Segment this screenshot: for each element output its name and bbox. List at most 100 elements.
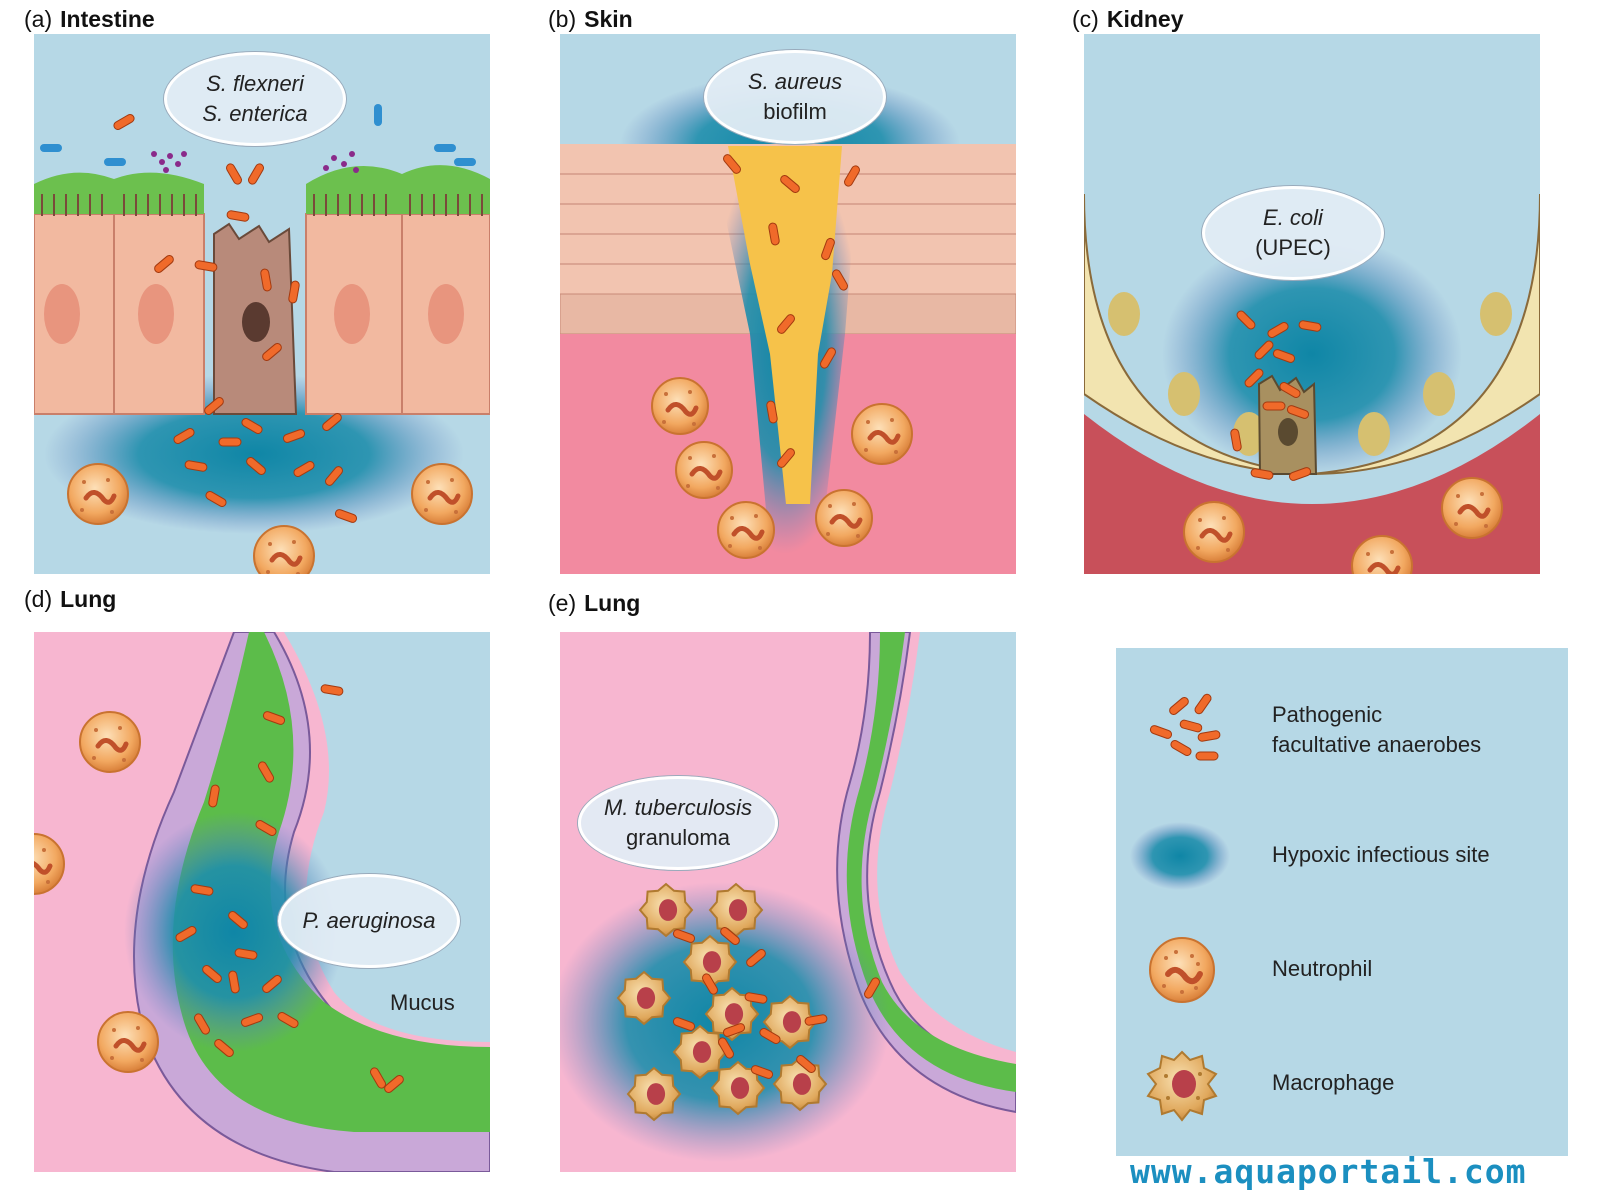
bacterium — [1236, 310, 1256, 330]
bacterium — [184, 460, 208, 472]
callout-c-italic: E. coli — [1263, 205, 1323, 230]
bacterium — [320, 684, 344, 696]
bacteria-icon — [1149, 693, 1221, 761]
neutrophil — [675, 441, 733, 499]
callout-staph-biofilm: S. aureus biofilm — [704, 50, 886, 144]
bacterium — [175, 926, 197, 942]
bacterium — [288, 280, 300, 304]
panel-c-organ: Kidney — [1106, 6, 1184, 32]
legend-item-neutrophil: Neutrophil — [1116, 934, 1568, 1024]
bacterium — [777, 448, 795, 468]
legend: Pathogenic facultative anaerobes Hypoxic… — [1116, 648, 1568, 1156]
macrophage — [672, 1024, 728, 1080]
bacterium — [370, 1067, 386, 1089]
watermark: www.aquaportail.com — [1130, 1152, 1527, 1191]
bacterium — [226, 163, 242, 185]
panel-b-organ: Skin — [584, 6, 633, 32]
bacterium — [246, 457, 266, 475]
neutrophil-group-c — [1183, 477, 1503, 574]
bacterium — [228, 911, 248, 929]
callout-a-line2: S. enterica — [202, 101, 308, 126]
legend-bacteria-line1: Pathogenic — [1272, 702, 1383, 727]
panel-d-organ: Lung — [60, 586, 117, 612]
callout-b-plain: biofilm — [763, 99, 827, 124]
bacterium — [768, 222, 780, 246]
bacterium — [260, 268, 272, 292]
neutrophil-group-a — [67, 463, 473, 574]
bacterium — [262, 975, 282, 993]
bacterium — [1230, 428, 1242, 452]
callout-a-line1: S. flexneri — [206, 71, 304, 96]
bacterium — [218, 437, 242, 447]
bacterium — [208, 784, 220, 808]
neutrophil — [1183, 501, 1245, 563]
bacterium — [1279, 382, 1301, 398]
legend-hypoxia-label: Hypoxic infectious site — [1272, 842, 1490, 867]
bacterium — [334, 509, 358, 523]
bacterium — [744, 992, 768, 1004]
panel-e-letter: (e) — [548, 590, 577, 616]
bacterium — [820, 347, 836, 369]
bacterium — [672, 1017, 696, 1031]
bacterium — [720, 927, 740, 945]
bacterium — [1244, 368, 1264, 388]
panel-b-letter: (b) — [548, 6, 577, 32]
legend-item-macrophage: Macrophage — [1116, 1048, 1568, 1138]
bacterium — [204, 397, 224, 415]
panel-c-title: (c) Kidney — [1072, 6, 1184, 33]
bacterium — [262, 711, 286, 725]
callout-e-plain: granuloma — [626, 825, 730, 850]
bacterium — [226, 210, 250, 222]
bacteria-group-c — [1230, 310, 1322, 481]
bacterium — [1288, 467, 1312, 481]
legend-item-bacteria: Pathogenic facultative anaerobes — [1116, 688, 1568, 778]
bacteria-group-d — [175, 684, 404, 1093]
bacterium — [214, 1039, 234, 1057]
panel-e-organ: Lung — [584, 590, 641, 616]
panel-b-title: (b) Skin — [548, 6, 633, 33]
neutrophil — [34, 833, 65, 895]
bacteria-group-b — [723, 154, 860, 468]
bacterium — [1254, 340, 1274, 360]
bacterium — [722, 1023, 746, 1037]
bacterium — [821, 237, 835, 261]
bacterium — [1250, 468, 1274, 480]
bacterium — [241, 418, 263, 434]
bacterium — [202, 965, 222, 983]
bacterium — [322, 413, 342, 431]
macrophage — [710, 1060, 766, 1116]
legend-macrophage-label: Macrophage — [1272, 1070, 1395, 1095]
macrophage — [708, 882, 764, 938]
bacterium — [672, 929, 696, 943]
callout-c-plain: (UPEC) — [1255, 235, 1331, 260]
hypoxia-icon — [1130, 822, 1230, 890]
neutrophil-group-b — [651, 377, 913, 559]
bacterium — [777, 314, 795, 334]
bacteria-group-a — [113, 114, 358, 523]
bacterium — [1262, 401, 1286, 411]
bacterium — [258, 761, 274, 783]
panel-d-letter: (d) — [24, 586, 53, 612]
bacterium — [262, 343, 282, 361]
neutrophil — [97, 1011, 159, 1073]
callout-b-italic: S. aureus — [747, 69, 843, 94]
neutrophil — [253, 525, 315, 574]
bacterium — [190, 884, 214, 896]
bacterium — [277, 1012, 299, 1028]
panel-a-organ: Intestine — [60, 6, 155, 32]
panel-d-lung: P. aeruginosa Mucus — [34, 632, 490, 1172]
neutrophil — [1441, 477, 1503, 539]
bacterium — [1298, 320, 1322, 332]
macrophage — [616, 970, 672, 1026]
bacterium — [1267, 322, 1289, 338]
callout-ecoli-upec: E. coli (UPEC) — [1202, 186, 1384, 280]
macrophage-icon — [1146, 1050, 1218, 1122]
panel-d-title: (d) Lung — [24, 586, 116, 613]
bacterium — [154, 255, 174, 273]
panel-c-letter: (c) — [1072, 6, 1099, 32]
bacterium — [718, 1037, 734, 1059]
bacterium — [796, 1055, 816, 1073]
bacterium — [832, 269, 848, 291]
bacteria-group-e — [672, 927, 880, 1079]
legend-item-hypoxia: Hypoxic infectious site — [1116, 816, 1568, 906]
